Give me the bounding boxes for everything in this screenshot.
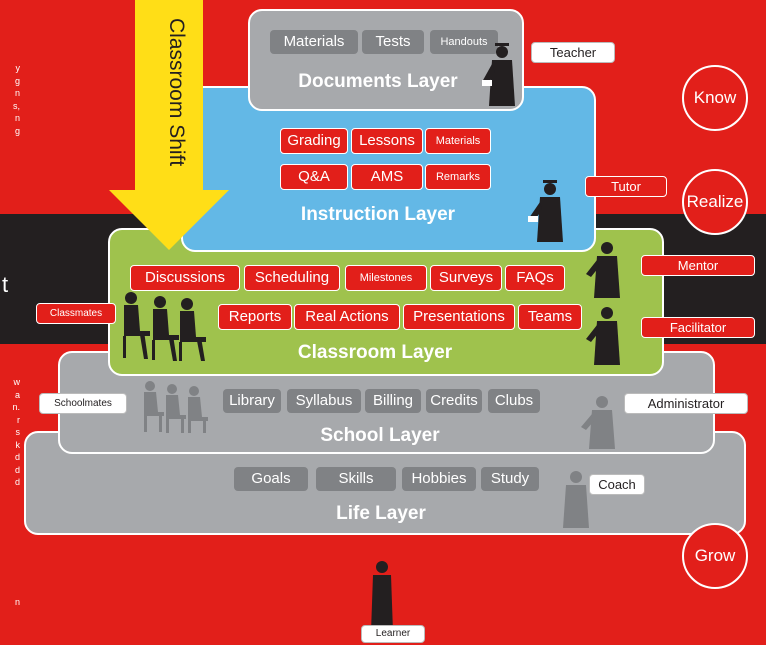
stage-grow: Grow: [682, 523, 748, 589]
side-fragment: n: [14, 597, 20, 607]
role-administrator: Administrator: [624, 393, 748, 414]
tutor-figure-icon: [528, 180, 563, 242]
side-fragment: d: [14, 477, 20, 487]
documents-layer: Materials Tests Handouts Documents Layer: [248, 9, 524, 111]
side-fragment: w: [13, 377, 21, 387]
side-fragment: n.: [12, 402, 20, 412]
side-fragment: k: [15, 439, 21, 450]
role-coach: Coach: [589, 474, 645, 495]
chip-ams: AMS: [351, 164, 423, 190]
school-layer-title: School Layer: [320, 425, 440, 446]
instruction-layer: Grading Lessons Materials Q&A AMS Remark…: [181, 86, 596, 252]
chip-qa: Q&A: [280, 164, 348, 190]
side-big-letter: t: [2, 272, 9, 297]
coach-figure-icon: [563, 471, 589, 528]
chip-discussions: Discussions: [130, 265, 240, 291]
chip-grading: Grading: [280, 128, 348, 154]
chip-materials: Materials: [425, 128, 491, 154]
chip-remarks: Remarks: [425, 164, 491, 190]
side-fragment: n: [14, 113, 20, 123]
chip-faqs: FAQs: [505, 265, 565, 291]
chip-materials-doc: Materials: [270, 30, 358, 54]
chip-goals: Goals: [234, 467, 308, 491]
classmates-figure-icon: [123, 292, 206, 361]
chip-scheduling: Scheduling: [244, 265, 340, 291]
side-text-top: y g n s, n g: [0, 62, 20, 137]
role-facilitator: Facilitator: [641, 317, 755, 338]
chip-lessons: Lessons: [351, 128, 423, 154]
chip-skills: Skills: [316, 467, 396, 491]
side-fragment: d: [14, 464, 20, 475]
teacher-figure-icon: [482, 43, 515, 106]
schoolmates-figure-icon: [144, 381, 208, 433]
chip-handouts: Handouts: [430, 30, 498, 54]
stage-realize: Realize: [682, 169, 748, 235]
chip-library: Library: [223, 389, 281, 413]
chip-hobbies: Hobbies: [402, 467, 476, 491]
role-schoolmates: Schoolmates: [39, 393, 127, 414]
side-fragment: n: [14, 88, 20, 98]
side-text-bottom: w a n. r s k d d d: [0, 376, 20, 489]
chip-surveys: Surveys: [430, 265, 502, 291]
chip-clubs: Clubs: [488, 389, 540, 413]
stage-know: Know: [682, 65, 748, 131]
learner-figure-icon: [371, 561, 393, 632]
chip-teams: Teams: [518, 304, 582, 330]
role-learner: Learner: [361, 625, 425, 643]
life-layer-title: Life Layer: [336, 503, 426, 524]
chip-presentations: Presentations: [403, 304, 515, 330]
side-fragment: y: [15, 63, 21, 73]
facilitator-figure-icon: [586, 307, 620, 365]
side-fragment: g: [14, 125, 20, 136]
side-fragment: s: [15, 427, 21, 437]
chip-credits: Credits: [426, 389, 482, 413]
documents-layer-title: Documents Layer: [298, 71, 458, 92]
role-teacher: Teacher: [531, 42, 615, 63]
chip-milestones: Milestones: [345, 265, 427, 291]
side-fragment: g: [14, 75, 20, 86]
chip-syllabus: Syllabus: [287, 389, 361, 413]
chip-study: Study: [481, 467, 539, 491]
role-mentor: Mentor: [641, 255, 755, 276]
classroom-layer-title: Classroom Layer: [297, 342, 453, 363]
side-fragment: r: [17, 414, 20, 425]
classroom-shift-arrow-icon: [109, 0, 229, 250]
administrator-figure-icon: [581, 396, 615, 449]
role-tutor: Tutor: [585, 176, 667, 197]
chip-tests: Tests: [362, 30, 424, 54]
instruction-layer-title: Instruction Layer: [300, 204, 456, 225]
classroom-shift-label: Classroom Shift: [165, 18, 188, 167]
chip-billing: Billing: [365, 389, 421, 413]
chip-reports: Reports: [218, 304, 292, 330]
mentor-figure-icon: [586, 242, 620, 298]
side-fragment: s,: [12, 100, 20, 111]
role-classmates: Classmates: [36, 303, 116, 324]
side-fragment: d: [14, 452, 20, 462]
chip-real-actions: Real Actions: [294, 304, 400, 330]
side-fragment: a: [14, 389, 20, 400]
